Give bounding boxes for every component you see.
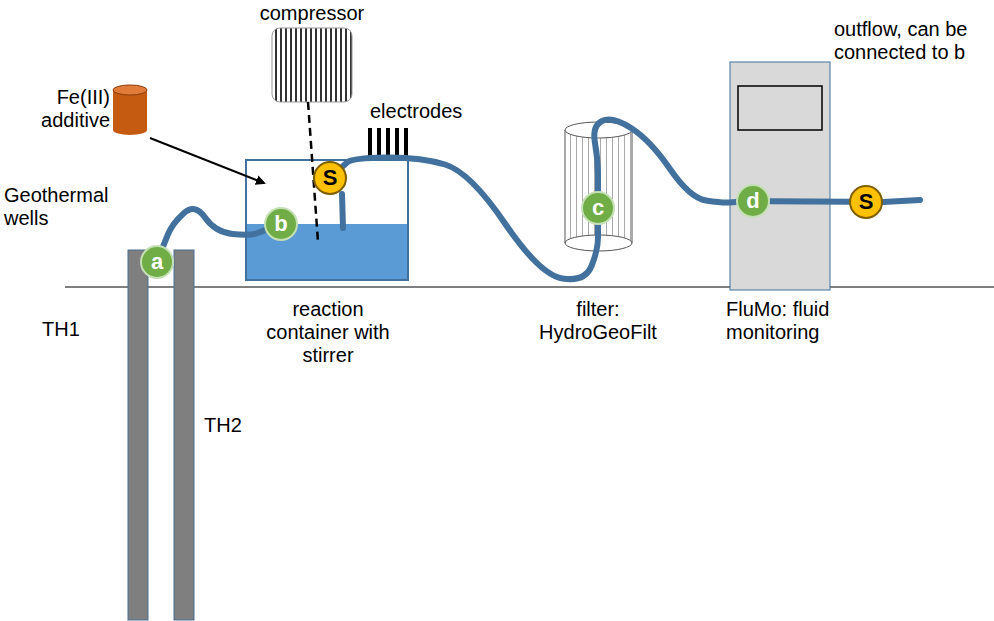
part-label: outflow, can be connected to b [834, 18, 990, 64]
pipe [770, 198, 849, 205]
part-label: Geothermal wells [4, 184, 114, 230]
pipe [594, 120, 736, 203]
well-pipe [174, 250, 194, 620]
reaction-container [246, 160, 408, 280]
part-label: electrodes [370, 100, 490, 123]
callout-letter: S [323, 167, 338, 189]
additive-arrow [150, 138, 264, 183]
callout-circle: c [581, 191, 615, 225]
callout-circle: b [264, 207, 298, 241]
part-label: TH2 [204, 414, 264, 437]
compressor-symbol [272, 28, 352, 102]
part-label: filter: HydroGeoFilt [528, 298, 668, 344]
pipe [343, 157, 598, 279]
outflow-pipe [883, 200, 920, 202]
callout-circle: S [313, 161, 347, 195]
callout-circle: a [140, 245, 174, 279]
part-label: compressor [252, 2, 372, 25]
callout-letter: d [746, 190, 759, 212]
callout-circle: S [849, 185, 883, 219]
callout-letter: b [274, 213, 287, 235]
monitoring-unit [730, 62, 830, 290]
part-label: TH1 [42, 318, 102, 341]
well-pipe [128, 250, 148, 620]
monitoring-display [738, 86, 822, 130]
callout-letter: S [859, 191, 874, 213]
pipe-stub [342, 194, 343, 228]
part-label: Fe(III) additive [4, 86, 110, 132]
ground-line [65, 287, 994, 288]
pipe [163, 209, 265, 246]
electrodes-symbol [368, 128, 408, 158]
additive-cylinder [113, 85, 147, 135]
callout-letter: a [151, 251, 163, 273]
part-label: reaction container with stirrer [258, 298, 398, 367]
callout-letter: c [592, 197, 604, 219]
part-label: FluMo: fluid monitoring [726, 298, 876, 344]
callout-circle: d [736, 184, 770, 218]
